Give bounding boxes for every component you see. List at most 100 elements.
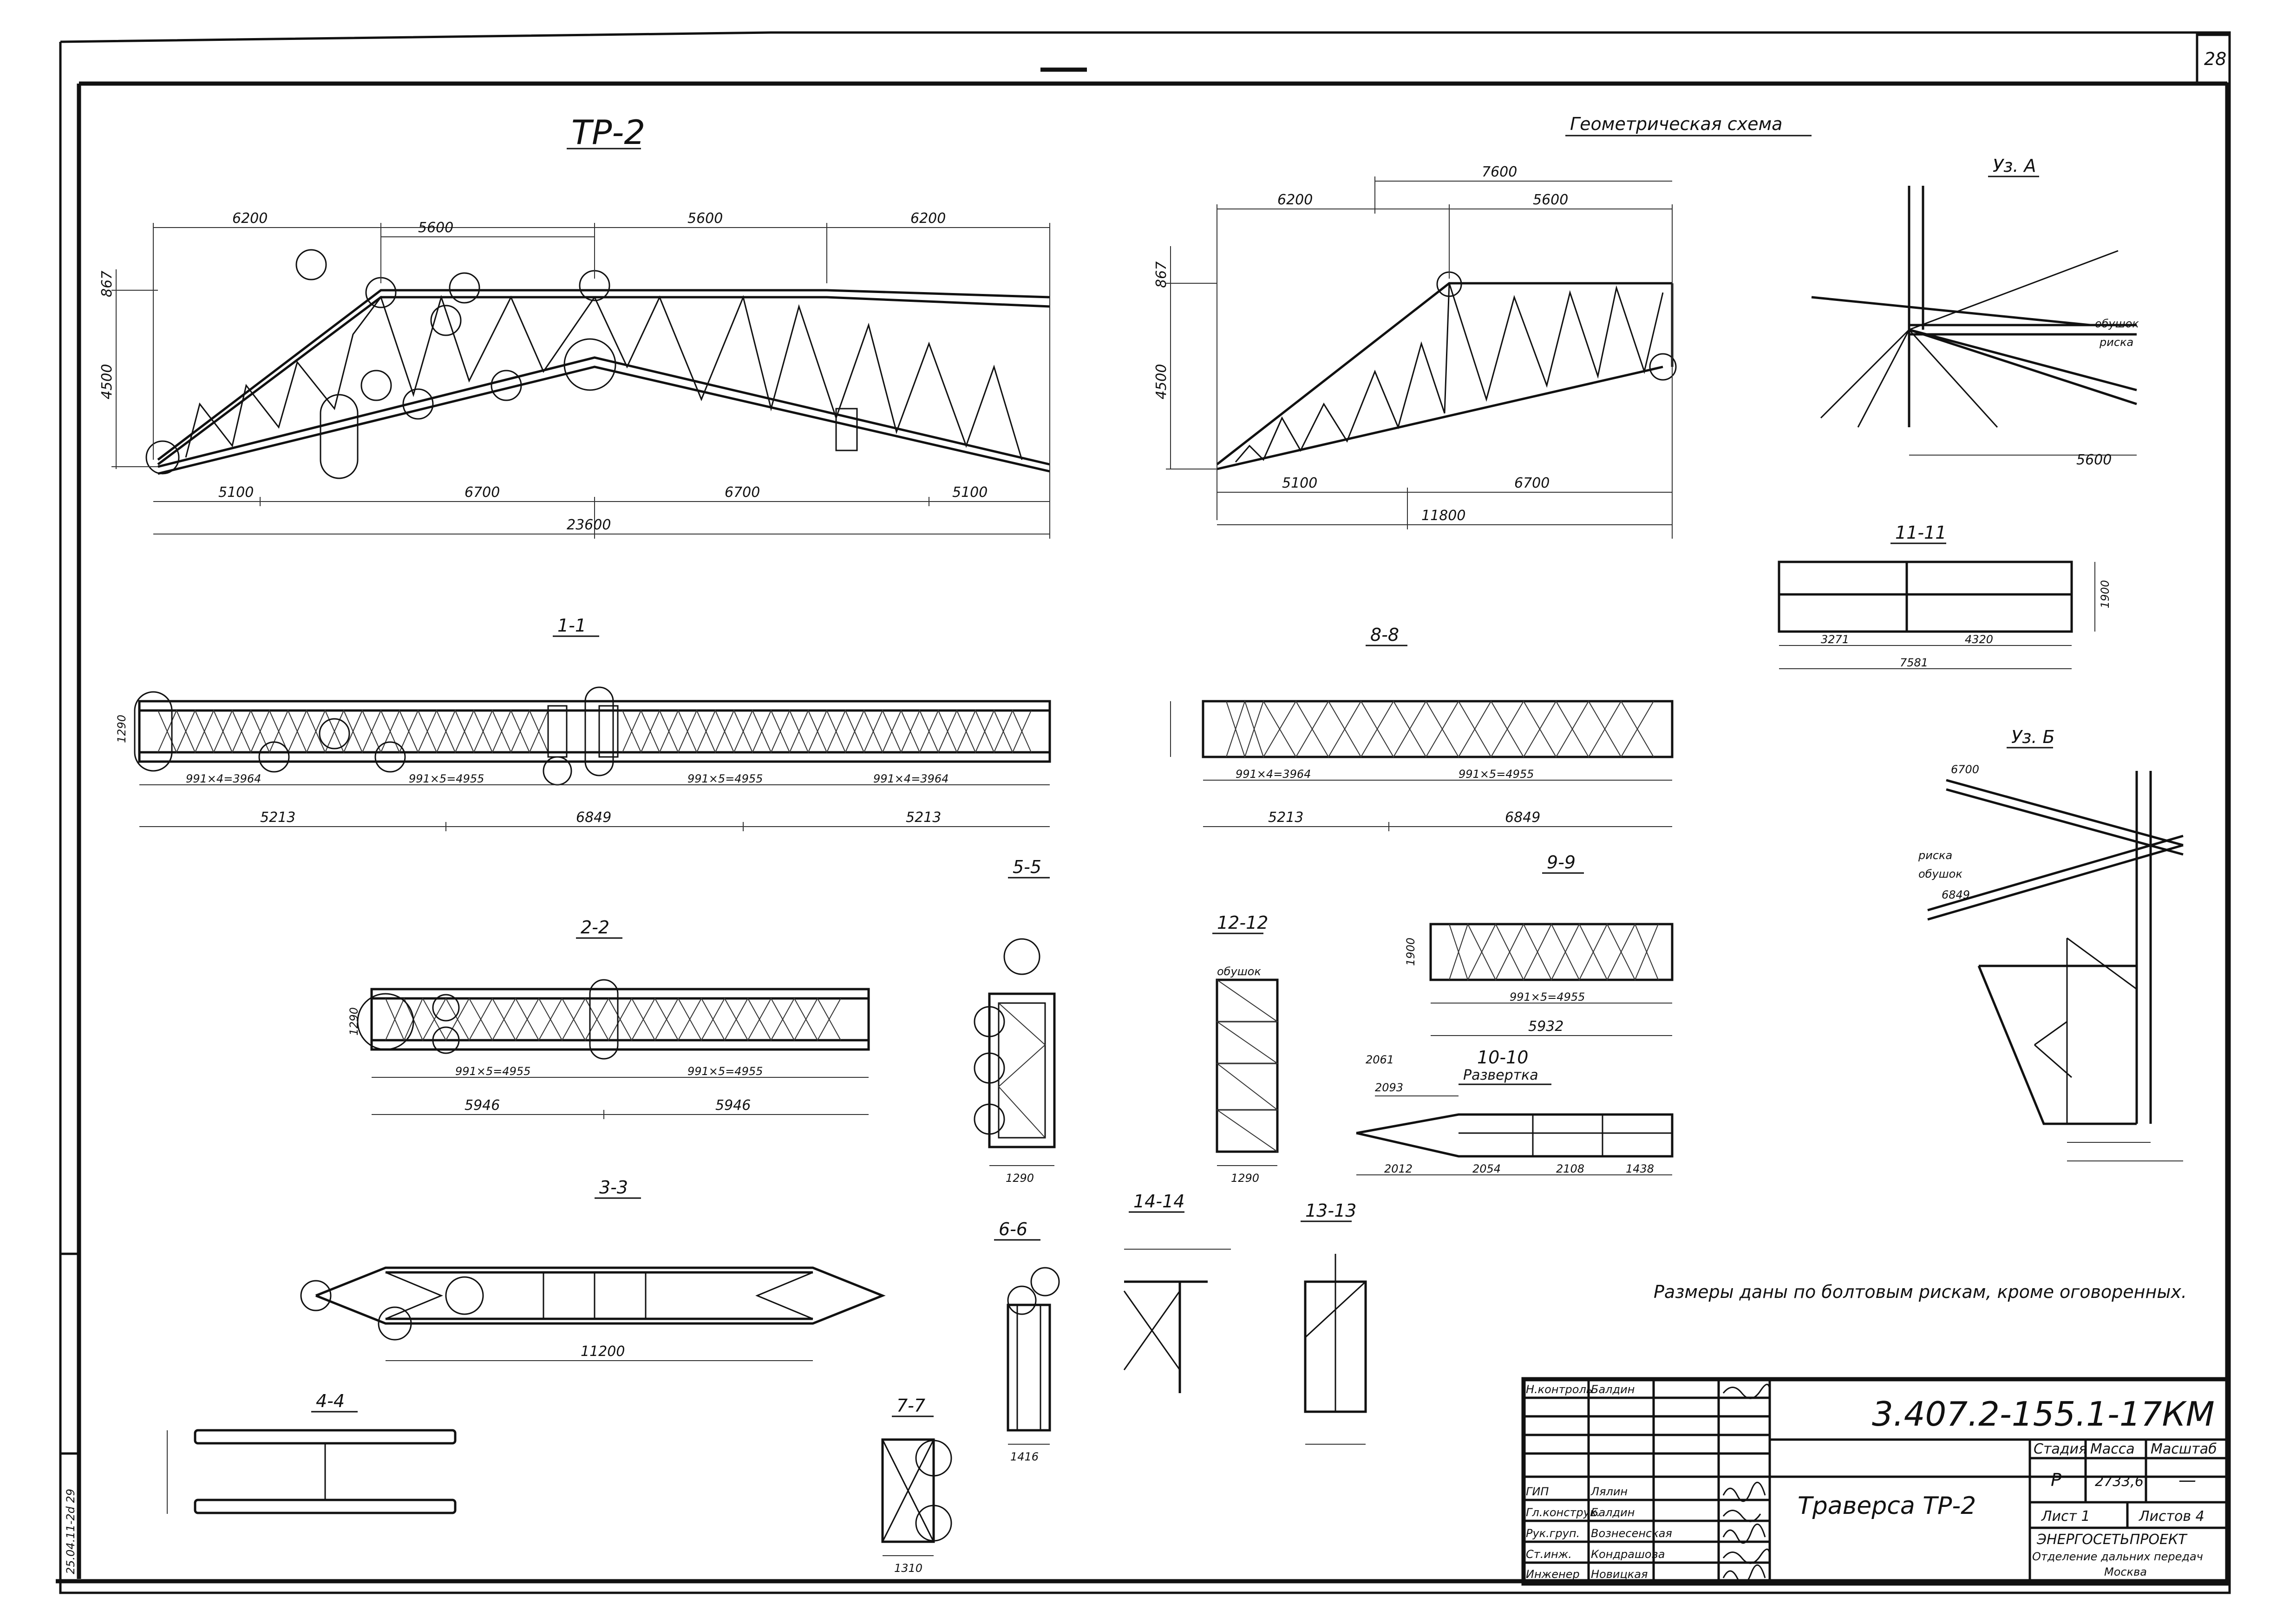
s77-title: 7-7 bbox=[896, 1395, 925, 1416]
tb-role-4: ГИП bbox=[1526, 1485, 1549, 1498]
s33-title: 3-3 bbox=[599, 1177, 628, 1198]
tb-name-5: Балдин bbox=[1591, 1506, 1635, 1519]
main-dim-5100-right: 5100 bbox=[952, 484, 988, 501]
s11-dim-1290: 1290 bbox=[115, 715, 128, 743]
s22-title: 2-2 bbox=[581, 917, 609, 938]
node-a-view: Уз. А bbox=[1811, 156, 2137, 456]
node-b-view: Уз. Б bbox=[1927, 727, 2184, 1161]
geom-scheme-title: Геометрическая схема bbox=[1570, 114, 1782, 134]
s22-dim-4955-left: 991×5=4955 bbox=[455, 1065, 530, 1078]
stage-value: Р bbox=[2051, 1470, 2061, 1490]
main-dim-6200-left: 6200 bbox=[232, 210, 268, 227]
mass-header: Масса bbox=[2090, 1441, 2135, 1457]
scale-header: Масштаб bbox=[2151, 1441, 2217, 1457]
main-dim-5100-left: 5100 bbox=[218, 484, 254, 501]
s1212-obushok: обушок bbox=[1217, 965, 1261, 978]
node-b-title: Уз. Б bbox=[2011, 727, 2055, 747]
tb-name-6: Вознесенская bbox=[1591, 1527, 1672, 1540]
node-a-dim-5600: 5600 bbox=[2076, 452, 2112, 468]
s11-dim-4955-right: 991×5=4955 bbox=[687, 772, 763, 785]
main-dim-5600: 5600 bbox=[687, 210, 723, 227]
drawing-code: 3.407.2-155.1-17КМ bbox=[1872, 1395, 2215, 1434]
s11-dim-3964-right: 991×4=3964 bbox=[873, 772, 948, 785]
s1111-title: 11-11 bbox=[1895, 522, 1946, 543]
s11-title: 1-1 bbox=[557, 615, 586, 636]
node-b-dim-6849: 6849 bbox=[1942, 888, 1970, 901]
s1313-title: 13-13 bbox=[1305, 1200, 1356, 1221]
s88-dim-6849: 6849 bbox=[1505, 809, 1540, 826]
s77-dim-1310: 1310 bbox=[894, 1562, 922, 1575]
section-10-10-view: 10-10 Развертка bbox=[1356, 1047, 1674, 1175]
s1010-dim-1438: 1438 bbox=[1626, 1162, 1654, 1175]
org-department: Отделение дальних передач bbox=[2032, 1550, 2203, 1563]
main-dim-867: 867 bbox=[99, 271, 115, 297]
geom-dim-11800: 11800 bbox=[1421, 508, 1465, 524]
s55-title: 5-5 bbox=[1013, 857, 1041, 877]
s22-dim-4955-right: 991×5=4955 bbox=[687, 1065, 763, 1078]
section-5-5-view: 5-5 bbox=[974, 857, 1056, 1166]
mass-value: 2733,6 bbox=[2095, 1473, 2144, 1490]
section-7-7-view: 7-7 bbox=[881, 1395, 952, 1556]
s11-dim-4955-left: 991×5=4955 bbox=[409, 772, 484, 785]
geom-dim-5100: 5100 bbox=[1282, 475, 1317, 491]
s1010-dim-2108: 2108 bbox=[1556, 1162, 1584, 1175]
s66-dim-1416: 1416 bbox=[1010, 1450, 1039, 1463]
geom-dim-6700: 6700 bbox=[1514, 475, 1550, 491]
geom-dim-7600: 7600 bbox=[1482, 164, 1517, 180]
geom-dim-4500: 4500 bbox=[1153, 364, 1170, 399]
section-11-11-view: 11-11 bbox=[1778, 522, 2095, 669]
section-3-3-view: 3-3 bbox=[300, 1177, 886, 1361]
s11-dim-3964-left: 991×4=3964 bbox=[186, 772, 261, 785]
s1111-dim-4320: 4320 bbox=[1965, 633, 1993, 646]
section-14-14-view: 14-14 bbox=[1123, 1191, 1231, 1393]
s55-dim-1290: 1290 bbox=[1006, 1172, 1034, 1185]
s1111-dim-1900: 1900 bbox=[2099, 580, 2112, 608]
s99-title: 9-9 bbox=[1547, 852, 1576, 873]
section-12-12-view: 12-12 bbox=[1212, 913, 1279, 1166]
s11-dim-5213-left: 5213 bbox=[260, 809, 295, 826]
main-dim-6700-left: 6700 bbox=[464, 484, 500, 501]
s22-dim-5946-right: 5946 bbox=[715, 1097, 751, 1114]
s99-dim-5932: 5932 bbox=[1528, 1018, 1563, 1035]
geom-dim-5600: 5600 bbox=[1533, 192, 1568, 208]
node-a-obushok: обушок bbox=[2095, 317, 2139, 330]
node-b-riska: риска bbox=[1918, 849, 1952, 862]
s1212-title: 12-12 bbox=[1217, 913, 1268, 933]
section-4-4-view: 4-4 bbox=[167, 1391, 457, 1514]
s44-title: 4-4 bbox=[316, 1391, 345, 1411]
section-9-9-view: 9-9 bbox=[1429, 852, 1674, 1036]
s66-title: 6-6 bbox=[999, 1219, 1027, 1239]
signatures bbox=[1722, 1383, 1771, 1585]
tb-name-0: Балдин bbox=[1591, 1383, 1635, 1396]
geom-dim-6200: 6200 bbox=[1277, 192, 1313, 208]
section-8-8-view: 8-8 bbox=[1170, 625, 1674, 831]
node-a-riska: риска bbox=[2099, 336, 2133, 349]
node-b-dim-6700: 6700 bbox=[1951, 763, 1979, 776]
node-a-title: Уз. А bbox=[1993, 156, 2036, 176]
section-1-1-view: 1-1 bbox=[134, 615, 1051, 831]
s11-dim-5213-right: 5213 bbox=[906, 809, 941, 826]
scale-value: — bbox=[2178, 1470, 2196, 1490]
sheet-frame bbox=[56, 31, 2231, 1594]
drawing-name: Траверса ТР-2 bbox=[1798, 1492, 1976, 1520]
main-truss-view: ТР-2 bbox=[111, 113, 1050, 539]
s1010-dim-2012: 2012 bbox=[1384, 1162, 1413, 1175]
tb-role-8: Инженер bbox=[1526, 1568, 1580, 1581]
side-stamp: 25.04.11-2d 29 bbox=[64, 1489, 77, 1574]
general-note: Размеры даны по болтовым рискам, кроме о… bbox=[1654, 1282, 2187, 1302]
section-13-13-view: 13-13 bbox=[1301, 1200, 1367, 1445]
tb-role-5: Гл.конструк. bbox=[1526, 1506, 1600, 1519]
title-block bbox=[1521, 1377, 2230, 1586]
s88-dim-4955: 991×5=4955 bbox=[1459, 768, 1534, 781]
s33-dim-11200: 11200 bbox=[581, 1343, 625, 1360]
geometric-scheme-view: Геометрическая схема bbox=[1166, 114, 1812, 539]
s1010-dim-2054: 2054 bbox=[1472, 1162, 1501, 1175]
geom-dim-867: 867 bbox=[1153, 261, 1170, 288]
s11-dim-6849: 6849 bbox=[576, 809, 611, 826]
s1010-title: 10-10 bbox=[1477, 1047, 1528, 1068]
page-number: 28 bbox=[2204, 49, 2226, 69]
main-dim-6200-right: 6200 bbox=[910, 210, 946, 227]
main-dim-23600: 23600 bbox=[567, 517, 611, 533]
s1010-dim-2093: 2093 bbox=[1375, 1081, 1403, 1094]
